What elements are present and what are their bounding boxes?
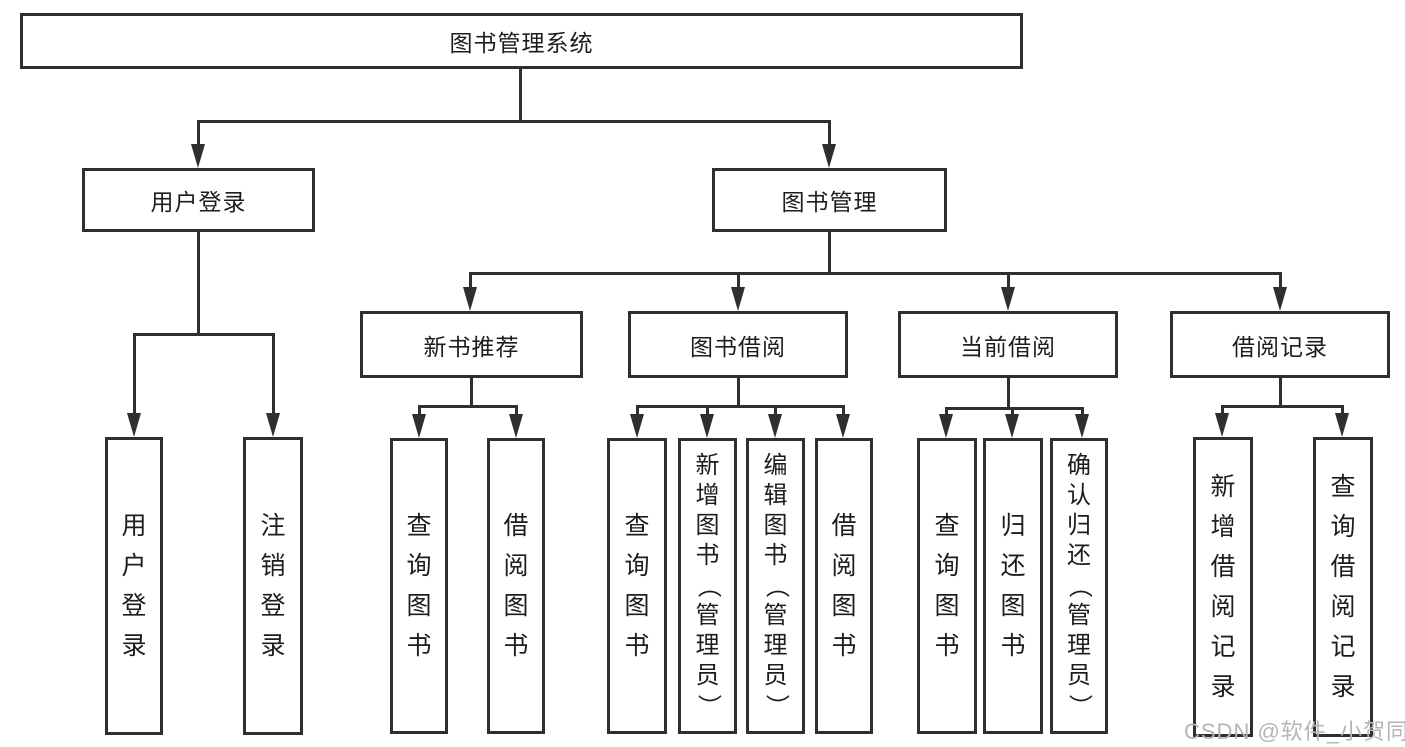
node-label: 借阅记录 [1232,333,1328,360]
node-label: 图书管理系统 [449,30,594,56]
leaf-edit-books-admin: 编辑图书（管理员） [746,438,805,734]
connector-arrowhead [1215,413,1229,437]
connector-line [418,405,421,417]
node-label: 新书推荐 [423,333,520,360]
connector-line [945,407,1084,410]
connector-line [469,272,472,290]
node-library-management-system: 图书管理系统 [20,13,1023,69]
connector-line [418,405,518,408]
leaf-label: 查询图书 [934,512,960,660]
leaf-label: 借阅图书 [831,512,857,660]
connector-line [945,407,948,417]
node-current-borrowing: 当前借阅 [898,311,1118,378]
leaf-query-books-borrowing: 查询图书 [607,438,667,734]
leaf-query-books-current: 查询图书 [917,438,977,734]
node-label: 图书管理 [781,189,878,215]
connector-line [1007,378,1010,410]
leaf-label: 确认归还（管理员） [1066,452,1093,718]
connector-line [842,405,845,417]
leaf-label: 查询图书 [624,512,650,660]
connector-line [1279,272,1282,290]
connector-arrowhead [630,414,644,438]
leaf-borrow-books: 借阅图书 [815,438,873,734]
connector-arrowhead [768,414,782,438]
connector-line [737,272,740,290]
connector-line [515,405,518,417]
connector-arrowhead [731,287,745,311]
connector-line [1279,378,1282,408]
leaf-user-login: 用户登录 [105,437,163,735]
connector-line [636,405,639,417]
connector-line [133,333,275,336]
connector-line [272,333,275,415]
connector-line [1341,405,1344,417]
leaf-label: 用户登录 [121,512,147,660]
node-new-book-recommendation: 新书推荐 [360,311,583,378]
connector-line [1221,405,1224,417]
connector-arrowhead [836,414,850,438]
connector-arrowhead [127,413,141,437]
connector-line [737,378,740,408]
leaf-label: 编辑图书（管理员） [762,452,790,718]
connector-line [519,69,522,122]
csdn-watermark: CSDN @软件_小贺同学 [1184,719,1405,744]
leaf-logout: 注销登录 [243,437,303,735]
connector-arrowhead [822,144,836,168]
connector-arrowhead [1005,414,1019,438]
connector-line [1007,272,1010,290]
connector-line [1081,407,1084,417]
connector-arrowhead [1001,287,1015,311]
connector-arrowhead [412,414,426,438]
leaf-label: 新增借阅记录 [1210,473,1236,701]
leaf-label: 借阅图书 [503,512,529,660]
connector-line [828,232,831,275]
connector-line [197,120,200,147]
connector-arrowhead [463,287,477,311]
connector-line [469,272,1281,275]
node-book-borrowing: 图书借阅 [628,311,848,378]
node-label: 图书借阅 [690,333,786,360]
node-borrowing-records: 借阅记录 [1170,311,1390,378]
connector-line [470,378,473,408]
connector-arrowhead [191,144,205,168]
connector-line [1221,405,1344,408]
connector-arrowhead [1335,413,1349,437]
connector-arrowhead [266,413,280,437]
connector-line [1011,407,1014,417]
leaf-borrow-books-recommend: 借阅图书 [487,438,545,734]
node-label: 当前借阅 [960,333,1056,360]
leaf-confirm-return-admin: 确认归还（管理员） [1050,438,1108,734]
node-book-management: 图书管理 [712,168,947,232]
connector-line [828,120,831,147]
leaf-query-books-recommend: 查询图书 [390,438,448,734]
leaf-add-borrow-record: 新增借阅记录 [1193,437,1253,737]
connector-line [706,405,709,417]
connector-arrowhead [700,414,714,438]
connector-line [197,120,831,123]
connector-line [774,405,777,417]
connector-arrowhead [939,414,953,438]
connector-arrowhead [1273,287,1287,311]
node-label: 用户登录 [150,189,247,215]
connector-line [133,333,136,415]
leaf-label: 归还图书 [1000,512,1026,660]
leaf-return-books: 归还图书 [983,438,1043,734]
node-user-login: 用户登录 [82,168,315,232]
leaf-query-borrow-record: 查询借阅记录 [1313,437,1373,737]
leaf-label: 查询图书 [406,512,432,660]
connector-line [197,232,200,336]
leaf-label: 新增图书（管理员） [694,452,722,718]
connector-arrowhead [509,414,523,438]
leaf-label: 注销登录 [260,512,286,660]
connector-arrowhead [1075,414,1089,438]
connector-line [636,405,845,408]
leaf-label: 查询借阅记录 [1330,473,1356,701]
leaf-add-books-admin: 新增图书（管理员） [678,438,737,734]
